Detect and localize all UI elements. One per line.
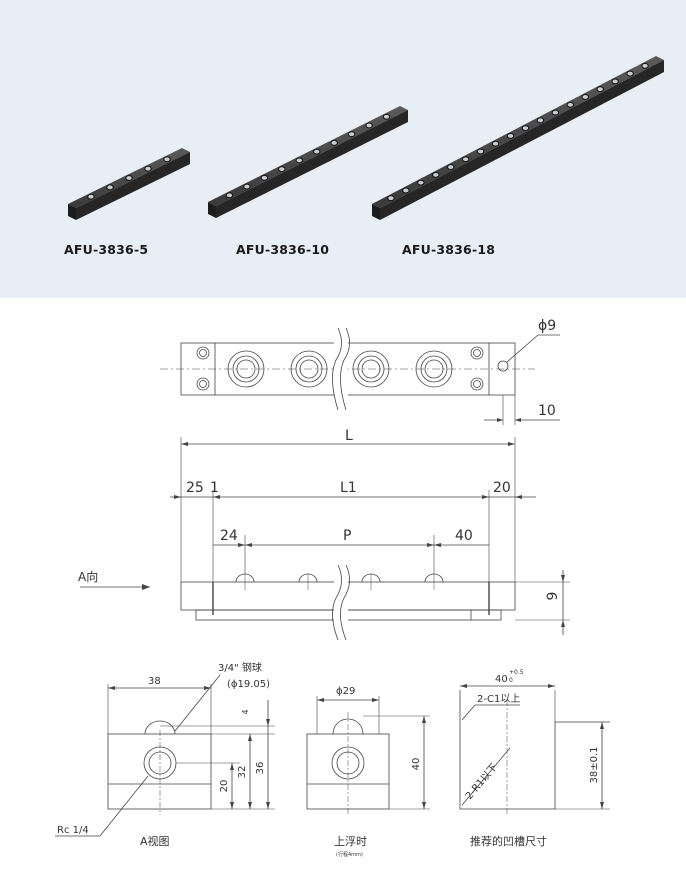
ball-icon: [87, 193, 95, 200]
float-caption: 上浮时: [334, 835, 367, 848]
product-photo-panel: AFU-3836-5 AFU-3836-10 AFU-3836-18: [0, 0, 686, 298]
dim-36-label: 36: [255, 762, 266, 775]
ball-icon: [641, 62, 649, 69]
hole-dia-label: ϕ9: [538, 318, 556, 334]
ball-unit-icon: [227, 350, 453, 388]
ball-icon: [313, 148, 321, 155]
ball-icon: [611, 78, 619, 85]
ball-icon: [387, 195, 395, 202]
break-mark: [332, 564, 350, 641]
ball-icon: [332, 718, 364, 735]
dim-20-label: 20: [219, 780, 230, 793]
dim-40-label: 40: [411, 758, 422, 771]
dim-38-label: 38: [148, 676, 161, 687]
rail-image-5: [68, 148, 190, 220]
radius-leader: [461, 747, 511, 806]
ball-icon: [295, 157, 303, 164]
ball-icon: [330, 140, 338, 146]
ball-icon: [163, 156, 171, 163]
ball-icon: [476, 148, 485, 155]
ball-icon: [260, 174, 269, 181]
radius-label: 2-R1以下: [464, 762, 500, 802]
dim-25-label: 25: [186, 480, 204, 496]
dim-9-label: 9: [545, 592, 561, 601]
product-label-5: AFU-3836-5: [64, 242, 149, 257]
hole-leader: [506, 334, 539, 363]
rail-image-18: [372, 56, 664, 220]
ball-icon: [521, 125, 530, 132]
product-photos: [68, 56, 664, 220]
ball-icon: [432, 171, 440, 178]
groove-caption: 推荐的凹槽尺寸: [470, 834, 547, 848]
ball-icon: [581, 94, 589, 100]
end-view-a: [55, 674, 275, 837]
ball-icon: [566, 101, 575, 108]
dim-P-label: P: [343, 528, 351, 544]
ball-icon: [417, 179, 425, 186]
ball-icon: [125, 175, 133, 181]
ball-icon: [278, 166, 286, 172]
dim-L-label: L: [345, 428, 353, 444]
ball-icon: [596, 86, 604, 93]
product-label-18: AFU-3836-18: [402, 242, 496, 257]
groove-view: [459, 684, 610, 815]
dim-L1-label: L1: [340, 480, 357, 496]
technical-drawing: ϕ9 10: [55, 318, 610, 858]
groove-tol-upper: +0.5: [509, 669, 524, 676]
dim-20-label: 20: [493, 480, 511, 496]
dim-24-label: 24: [220, 528, 238, 544]
edge-dim-label: 10: [538, 403, 556, 419]
ball-icon: [626, 70, 634, 77]
ball-icon: [461, 156, 470, 163]
ball-icon: [447, 164, 455, 170]
chamfer-label: 2-C1以上: [477, 693, 520, 705]
thread-hole: [331, 746, 365, 780]
ball-icon: [551, 109, 560, 116]
ball-label: 3/4" 钢球: [218, 661, 262, 674]
rail-image-10: [208, 106, 408, 218]
dim-1-label: 1: [210, 480, 219, 496]
ball-dia-label: (ϕ19.05): [227, 679, 270, 690]
ball-icon: [347, 131, 356, 138]
ball-icon: [106, 184, 114, 191]
bolt-icon: [196, 346, 484, 391]
dim-40-label: 40: [455, 528, 473, 544]
ball-icon: [225, 192, 234, 199]
dim-32-label: 32: [237, 766, 248, 779]
float-note: (行程4mm): [336, 851, 363, 858]
view-a-label: A向: [78, 569, 98, 584]
ball-dome-icon: [235, 573, 444, 590]
mounting-hole: [497, 360, 509, 372]
chamfer-leader: [461, 704, 476, 721]
rail-base: [195, 609, 502, 621]
ball-icon: [491, 140, 500, 147]
groove-tol-lower: 0: [509, 677, 513, 684]
view-a-caption: A视图: [140, 834, 170, 848]
ball-icon: [365, 122, 373, 129]
ball-leader: [174, 674, 221, 732]
ball-icon: [402, 187, 410, 194]
break-mark: [332, 327, 350, 411]
ball-icon: [536, 117, 545, 124]
ball-icon: [144, 720, 176, 735]
dim-29-label: ϕ29: [336, 686, 355, 697]
ball-icon: [506, 132, 515, 139]
ball-icon: [243, 183, 251, 190]
groove-depth-label: 38±0.1: [589, 746, 600, 783]
thread-label: Rc 1/4: [57, 825, 89, 836]
groove-outline: [459, 690, 610, 810]
dim-4-label: 4: [241, 709, 250, 714]
side-view: [80, 437, 570, 641]
top-view: [160, 327, 560, 425]
groove-width-label: 40: [495, 674, 508, 685]
ball-icon: [144, 165, 152, 172]
ball-icon: [382, 113, 391, 120]
product-label-10: AFU-3836-10: [236, 242, 330, 257]
thread-leader: [99, 775, 149, 837]
end-view-float: [306, 696, 430, 815]
